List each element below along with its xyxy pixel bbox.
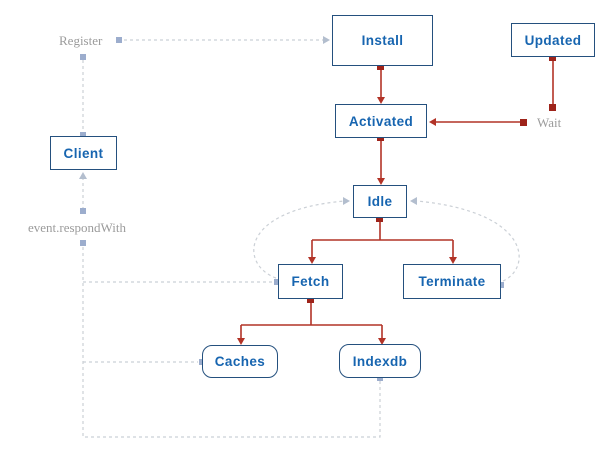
edge-idle-fetch-terminate xyxy=(311,218,454,259)
node-indexdb-label: Indexdb xyxy=(352,353,408,369)
gray-connectors xyxy=(82,39,520,438)
marker-indexdb-bottom xyxy=(377,375,383,381)
node-activated-label: Activated xyxy=(348,113,414,129)
marker-idle-bottom xyxy=(376,215,383,222)
node-terminate-label: Terminate xyxy=(418,274,486,289)
arrowhead-arc-into-idle-left xyxy=(343,197,350,205)
marker-fetch-bottom xyxy=(307,296,314,303)
marker-fetch-left xyxy=(274,279,280,285)
node-updated-label: Updated xyxy=(524,32,582,48)
marker-terminate-right xyxy=(498,282,504,288)
red-arrowheads xyxy=(237,97,457,345)
node-caches-label: Caches xyxy=(214,354,266,369)
arrowhead-into-activated-top xyxy=(377,97,385,104)
marker-client-top xyxy=(80,132,86,138)
arrowhead-into-idle xyxy=(377,178,385,185)
node-indexdb: Indexdb xyxy=(339,344,421,378)
node-caches: Caches xyxy=(202,345,278,378)
node-updated: Updated xyxy=(511,23,595,57)
marker-wait-left xyxy=(520,119,527,126)
arrowhead-into-install xyxy=(323,36,330,44)
node-fetch: Fetch xyxy=(278,264,343,299)
gray-endpoint-markers xyxy=(80,37,504,381)
edge-fetch-idle-arc xyxy=(253,200,346,279)
node-terminate: Terminate xyxy=(403,264,501,299)
marker-install-bottom xyxy=(377,63,384,70)
edge-label-register: Register xyxy=(59,33,103,48)
arrowhead-into-client xyxy=(79,172,87,179)
node-install: Install xyxy=(332,15,433,66)
marker-wait-top xyxy=(549,104,556,111)
arrowhead-into-indexdb xyxy=(378,338,386,345)
node-client-label: Client xyxy=(63,145,104,161)
red-connectors xyxy=(240,57,554,339)
arrowhead-into-fetch xyxy=(308,257,316,264)
arrowhead-into-terminate xyxy=(449,257,457,264)
marker-respondwith-top xyxy=(80,208,86,214)
marker-respondwith-bottom xyxy=(80,240,86,246)
edge-terminate-idle-arc xyxy=(416,200,520,282)
node-client: Client xyxy=(50,136,117,170)
edge-label-respondwith: event.respondWith xyxy=(28,220,127,235)
marker-updated-bottom xyxy=(549,54,556,61)
node-install-label: Install xyxy=(361,33,404,48)
node-idle: Idle xyxy=(353,185,407,218)
arrowhead-arc-into-idle-right xyxy=(410,197,417,205)
node-idle-label: Idle xyxy=(367,194,393,209)
arrowhead-into-caches xyxy=(237,338,245,345)
marker-register-right xyxy=(116,37,122,43)
node-activated: Activated xyxy=(335,104,427,138)
node-fetch-label: Fetch xyxy=(291,274,330,289)
edge-fetch-caches-indexdb xyxy=(240,299,383,339)
arrowhead-into-activated-right xyxy=(429,118,436,126)
gray-arrowheads xyxy=(79,36,417,205)
edge-indexdb-respondwith xyxy=(82,247,381,438)
marker-register-bottom xyxy=(80,54,86,60)
edge-label-wait: Wait xyxy=(537,115,562,130)
